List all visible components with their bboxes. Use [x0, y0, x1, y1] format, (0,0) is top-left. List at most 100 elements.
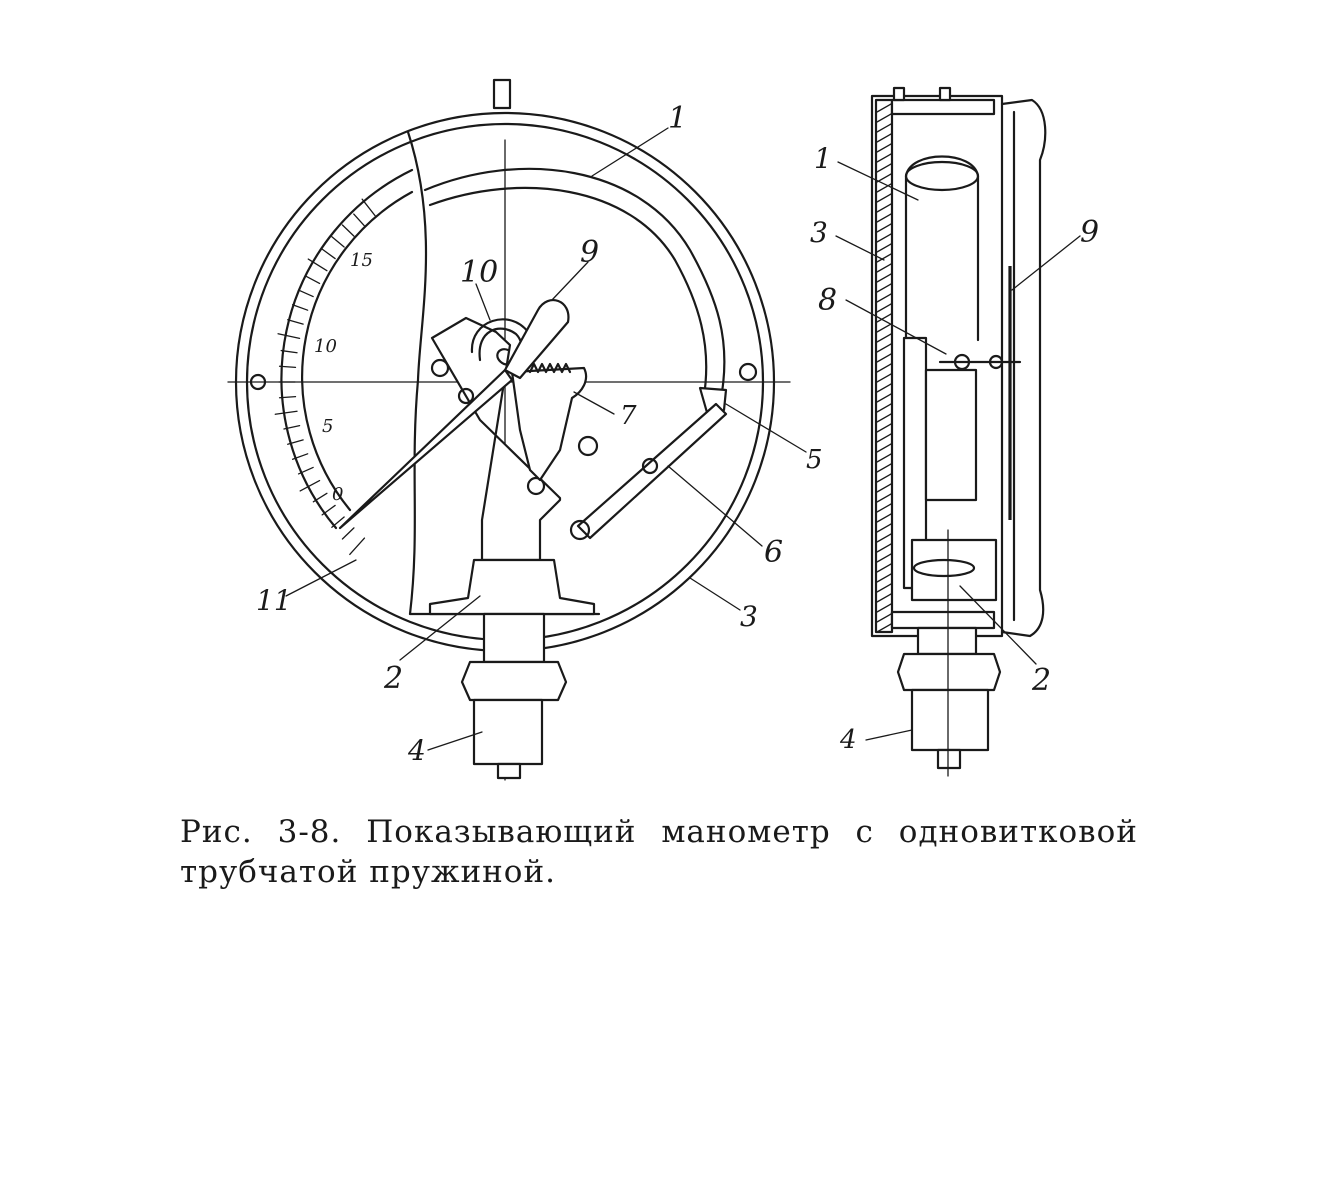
screw-a: [430, 358, 450, 378]
scale-label-10: 10: [314, 336, 337, 357]
side-leader-4: [865, 729, 913, 741]
side-stud-a: [892, 86, 906, 102]
scale-tick: [321, 248, 336, 260]
hatch-line: [876, 603, 892, 613]
caption-word-2: манометр: [661, 814, 831, 850]
scale-tick: [291, 304, 309, 311]
caption-prefix: Рис.: [180, 814, 253, 850]
side-leader-3: [835, 235, 885, 261]
hatch-line: [876, 173, 892, 183]
hatch-line: [876, 213, 892, 223]
hatch-line: [876, 313, 892, 323]
toothed-sector: [510, 366, 588, 482]
dial-window: [406, 130, 601, 616]
scale-ticks: [274, 198, 377, 556]
hatch-line: [876, 373, 892, 383]
screw-d: [526, 476, 546, 496]
scale-tick: [277, 333, 301, 339]
scale-tick: [361, 198, 377, 218]
scale-tick: [331, 236, 345, 248]
label-part-2: 2: [383, 661, 403, 696]
screw-c: [577, 435, 599, 457]
hatch-line: [876, 273, 892, 283]
label-part-5: 5: [806, 445, 823, 475]
label-part-9: 9: [580, 235, 599, 270]
sector-teeth: [528, 362, 572, 374]
hatch-line: [876, 553, 892, 563]
hatch-line: [876, 243, 892, 253]
hatch-line: [876, 203, 892, 213]
scale-tick: [287, 319, 304, 325]
leader-9: [551, 261, 589, 301]
scale-label-0: 0: [332, 484, 343, 505]
hatch-line: [876, 583, 892, 593]
side-leader-1: [837, 161, 919, 201]
hatch-line: [876, 103, 892, 113]
scale-tick: [331, 516, 345, 528]
hatch-line: [876, 623, 892, 633]
label-part-11: 11: [256, 584, 292, 617]
hatch-line: [876, 573, 892, 583]
hatch-line: [876, 183, 892, 193]
label-part-6: 6: [764, 535, 783, 570]
side-bezel: [1000, 98, 1047, 638]
side-bottom-rim: [890, 610, 996, 630]
hatch-line: [876, 393, 892, 403]
side-shank: [916, 626, 978, 656]
scale-tick: [274, 410, 298, 415]
leader-4: [427, 731, 483, 751]
hatch-line: [876, 563, 892, 573]
caption-word-3: с: [855, 814, 874, 850]
link-rod: [576, 402, 728, 540]
caption-line-2: трубчатой пружиной.: [180, 854, 556, 890]
hatch-line: [876, 613, 892, 623]
scale-tick: [304, 275, 321, 285]
manometer-diagram: 15 10 5 0: [227, 78, 1099, 781]
scale-tick: [287, 439, 304, 445]
side-back-wall: [874, 98, 894, 634]
scale-tick: [312, 492, 328, 503]
caption-word-1: Показывающий: [366, 814, 637, 850]
hatch-line: [876, 153, 892, 163]
side-fitting-nipple: [936, 748, 962, 770]
link-rod-joint: [641, 457, 659, 475]
pointer-tail: [503, 299, 570, 380]
scale-tick: [280, 349, 298, 354]
label-part-10: 10: [460, 255, 498, 290]
caption-fig-id: 3-8.: [277, 814, 342, 850]
side-label-part-1: 1: [814, 142, 832, 175]
side-socket-hole: [912, 558, 976, 578]
scale-tick: [278, 395, 297, 399]
hatch-line: [876, 193, 892, 203]
hatch-line: [876, 503, 892, 513]
hatch-line: [876, 133, 892, 143]
caption-word-4: одновитковой: [898, 814, 1138, 850]
scale-tick: [283, 425, 301, 430]
scale-tick: [321, 504, 336, 516]
side-leader-2: [959, 585, 1037, 665]
side-label-part-9: 9: [1080, 215, 1099, 250]
leader-6: [667, 465, 763, 547]
side-label-part-3: 3: [810, 216, 828, 249]
hatch-line: [876, 143, 892, 153]
scale-arc-inner: [301, 190, 414, 512]
back-wall-hatching: [876, 103, 892, 633]
hatch-line: [876, 353, 892, 363]
hatch-line: [876, 543, 892, 553]
hatch-line: [876, 533, 892, 543]
screw-b: [457, 387, 475, 405]
hatch-line: [876, 383, 892, 393]
leader-3: [689, 577, 741, 611]
hatch-line: [876, 513, 892, 523]
hatch-line: [876, 343, 892, 353]
thread-fitting: [472, 698, 544, 766]
hatch-line: [876, 483, 892, 493]
leader-1: [591, 127, 669, 177]
hatch-line: [876, 493, 892, 503]
scale-tick: [307, 258, 328, 272]
scale-tick: [278, 365, 297, 369]
hatch-line: [876, 113, 892, 123]
link-rod-end: [569, 519, 591, 541]
side-movement-bracket: [924, 368, 978, 502]
leader-7: [573, 391, 615, 415]
